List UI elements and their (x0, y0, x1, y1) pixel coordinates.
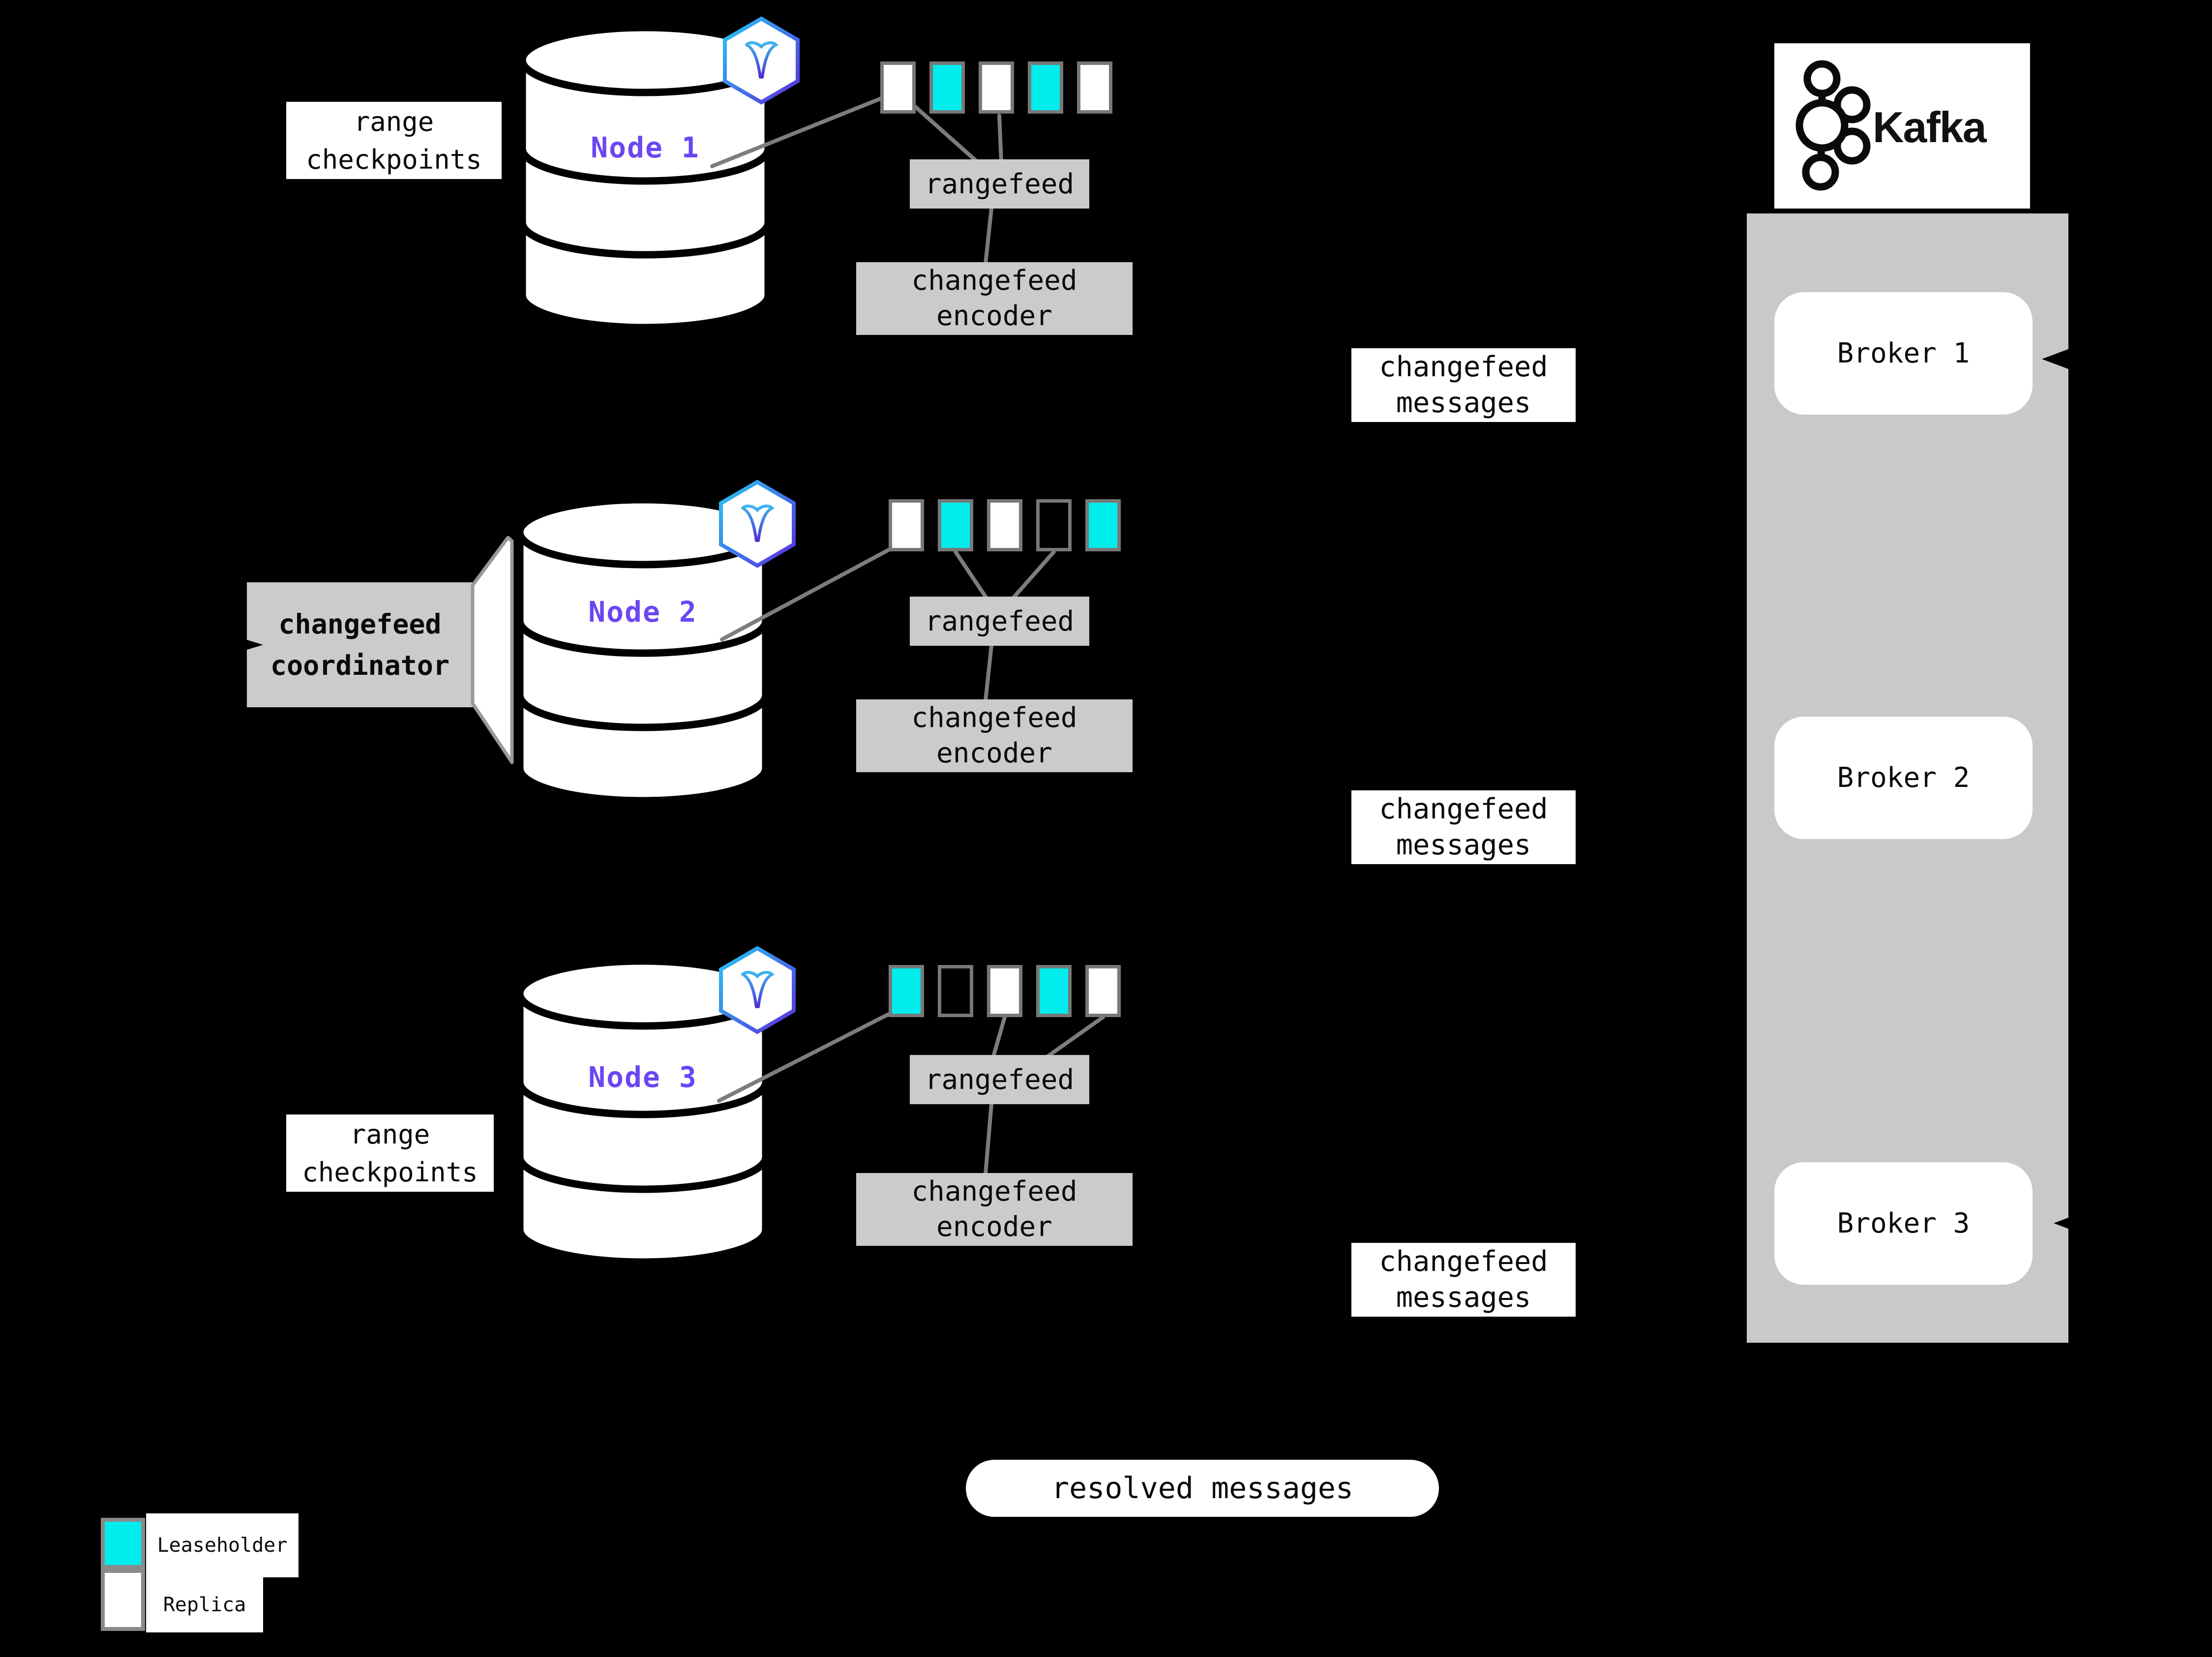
coordinator-incoming-arrowhead-icon (226, 633, 263, 656)
node1-range-checkpoints-label: range checkpoints (286, 102, 502, 179)
node3-cylinder-to-ranges-line (717, 1012, 891, 1103)
node2-range4-to-rangefeed-line (1011, 550, 1056, 600)
broker1-incoming-arrowhead-icon (2042, 344, 2081, 374)
node1-rangefeed-to-encoder-line (984, 207, 993, 266)
node3-rangefeed-to-encoder-line (984, 1102, 993, 1176)
node3-changefeed-encoder-box: changefeed encoder (856, 1173, 1133, 1246)
kafka-logo-icon (1795, 60, 1871, 191)
kafka-logo-text: Kafka (1873, 103, 1987, 151)
node1-range-cell-4 (1028, 61, 1063, 114)
node1-cockroachdb-logo-icon (723, 16, 800, 105)
changefeed-messages-label-3: changefeed messages (1351, 1243, 1576, 1317)
node3-range-cell-2 (938, 965, 973, 1017)
node1-range-cell-2 (929, 61, 965, 114)
node2-changefeed-encoder-box: changefeed encoder (856, 699, 1133, 772)
node1-range-cell-1 (880, 61, 916, 114)
node1-changefeed-encoder-box: changefeed encoder (856, 262, 1133, 335)
node2-changefeed-coordinator-label: changefeed coordinator (247, 582, 473, 707)
node3-database-cylinder (516, 957, 770, 1266)
node1-range3-to-rangefeed-line (997, 114, 1003, 163)
node3-range5-to-rangefeed-line (1046, 1015, 1105, 1058)
broker3-incoming-arrowhead-icon (2054, 1211, 2086, 1235)
node1-database-cylinder (518, 24, 772, 331)
node1-range-cell-5 (1077, 61, 1112, 114)
node2-label: Node 2 (588, 595, 697, 629)
node2-range-cell-2 (938, 499, 973, 551)
changefeed-messages-label-1: changefeed messages (1351, 348, 1576, 422)
broker-1-box: Broker 1 (1774, 292, 2033, 415)
legend-leaseholder-swatch (101, 1518, 145, 1569)
connector-lines (710, 96, 1105, 1176)
node3-range-cell-5 (1085, 965, 1121, 1017)
node3-range-cell-3 (987, 965, 1022, 1017)
coordinator-ribbon-shape (471, 536, 514, 764)
node1-range1-to-rangefeed-line (913, 104, 979, 163)
node3-range3-to-rangefeed-line (991, 1015, 1007, 1058)
node3-cockroachdb-logo-icon (719, 946, 796, 1034)
node1-rangefeed-box: rangefeed (910, 159, 1089, 209)
node2-cockroachdb-logo-icon (719, 480, 796, 568)
node2-range-cell-3 (987, 499, 1022, 551)
broker-2-box: Broker 2 (1774, 717, 2033, 839)
node3-label: Node 3 (588, 1060, 697, 1094)
node2-range2-to-rangefeed-line (954, 550, 988, 600)
node3-range-cell-1 (889, 965, 924, 1017)
node2-cylinder-to-ranges-line (720, 548, 891, 641)
node2-range-cell-5 (1085, 499, 1121, 551)
node2-range-cell-1 (889, 499, 924, 551)
legend-replica-label: Replica (146, 1577, 263, 1632)
node1-label: Node 1 (591, 131, 700, 164)
node2-rangefeed-box: rangefeed (910, 597, 1089, 646)
legend-replica-swatch (101, 1569, 145, 1631)
node3-rangefeed-box: rangefeed (910, 1055, 1089, 1104)
node2-rangefeed-to-encoder-line (984, 644, 993, 702)
changefeed-messages-label-2: changefeed messages (1351, 790, 1576, 864)
node2-database-cylinder (516, 496, 770, 805)
node2-range-cell-4 (1036, 499, 1072, 551)
node3-range-checkpoints-label: range checkpoints (286, 1115, 494, 1192)
node1-range-cell-3 (979, 61, 1014, 114)
broker-3-box: Broker 3 (1774, 1162, 2033, 1285)
legend-leaseholder-label: Leaseholder (146, 1513, 299, 1577)
node3-range-cell-4 (1036, 965, 1072, 1017)
node1-cylinder-to-ranges-line (710, 96, 883, 168)
resolved-messages-label: resolved messages (966, 1460, 1439, 1517)
